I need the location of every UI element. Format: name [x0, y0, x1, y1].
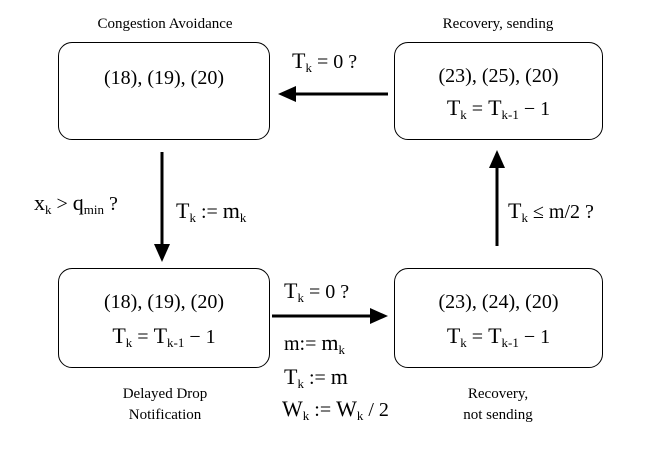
- transition-label-m-assign-mk: m:= mk: [284, 330, 346, 357]
- state-rs-equations: (23), (25), (20): [438, 65, 559, 87]
- caption-delayed-drop-2: Notification: [128, 407, 202, 423]
- state-congestion-avoidance: (18), (19), (20): [58, 42, 270, 140]
- transition-label-tk-zero-top: Tk = 0 ?: [292, 48, 358, 75]
- transition-label-tk-zero-bottom: Tk = 0 ?: [284, 278, 350, 305]
- caption-delayed-drop-1: Delayed Drop: [122, 386, 208, 402]
- arrowhead-ca-to-delayed: [154, 244, 170, 262]
- caption-recovery-sending: Recovery, sending: [442, 16, 554, 32]
- state-rs-rule: Tk = Tk-1 − 1: [446, 95, 551, 122]
- caption-congestion-avoidance: Congestion Avoidance: [97, 16, 233, 32]
- caption-recovery-not-sending-2: not sending: [463, 407, 533, 423]
- state-recovery-sending: (23), (25), (20) Tk = Tk-1 − 1: [394, 42, 603, 140]
- transition-label-xk-gt-qmin: xk > qmin ?: [34, 190, 118, 217]
- caption-recovery-not-sending-1: Recovery,: [467, 386, 529, 402]
- state-delayed-drop: (18), (19), (20) Tk = Tk-1 − 1: [58, 268, 270, 368]
- arrowhead-notsending-to-sending: [489, 150, 505, 168]
- state-ca-equations: (18), (19), (20): [104, 67, 224, 89]
- state-recovery-not-sending: (23), (24), (20) Tk = Tk-1 − 1: [394, 268, 603, 368]
- transition-label-wk-halve: Wk := Wk / 2: [282, 396, 389, 423]
- state-rns-rule: Tk = Tk-1 − 1: [446, 323, 551, 350]
- state-rns-equations: (23), (24), (20): [438, 291, 559, 313]
- state-dd-equations: (18), (19), (20): [104, 291, 224, 313]
- arrowhead-delayed-to-notsending: [370, 308, 388, 324]
- arrowhead-recovery-to-ca: [278, 86, 296, 102]
- state-dd-rule: Tk = Tk-1 − 1: [112, 323, 216, 350]
- transition-label-tk-assign-m: Tk := m: [284, 364, 348, 391]
- transition-label-tk-assign-mk: Tk := mk: [176, 198, 247, 225]
- transition-label-tk-leq-half: Tk ≤ m/2 ?: [508, 198, 594, 225]
